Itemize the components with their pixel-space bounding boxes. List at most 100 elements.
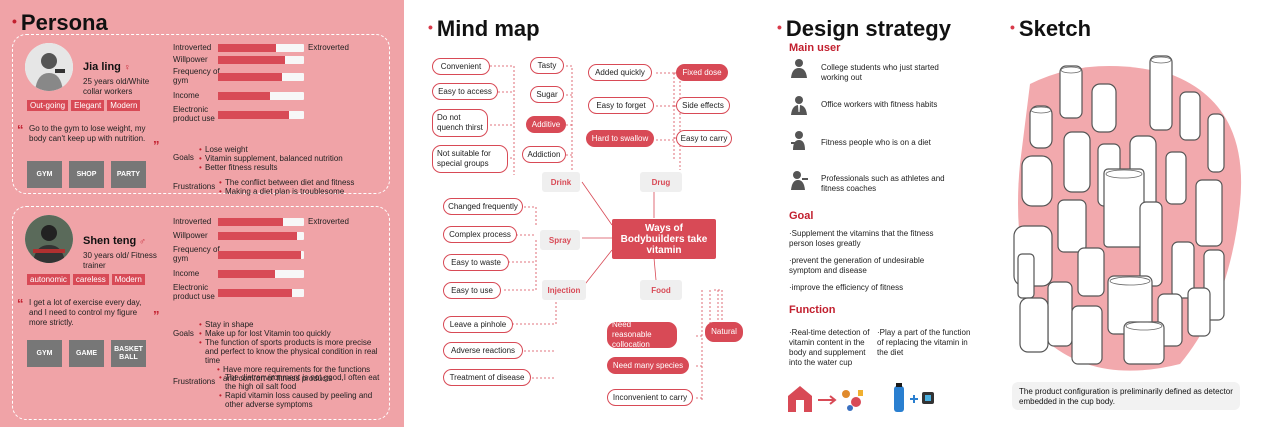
attribute-bar-fill: [218, 111, 289, 119]
attribute-bar-fill: [218, 73, 282, 81]
mindmap-title: •Mind map: [428, 16, 540, 41]
attribute-bar-fill: [218, 44, 276, 52]
frustration-item: Rapid vitamin loss caused by peeling and…: [219, 391, 387, 409]
attribute-label: Willpower: [173, 55, 208, 64]
mindmap-node: Changed frequently: [443, 198, 523, 215]
frustration-item: The diet environment is not good,I often…: [219, 373, 387, 391]
mindmap-node-highlight: Hard to swallow: [586, 130, 654, 147]
attribute-bar: [218, 73, 304, 81]
persona-photos: GYM GAME BASKET BALL: [27, 340, 146, 367]
persona-quote: Go to the gym to lose weight, my body ca…: [29, 124, 146, 143]
function-illustration: [788, 383, 934, 412]
goal-item: Better fitness results: [199, 163, 379, 172]
tag: Modern: [107, 100, 141, 111]
tag: careless: [72, 274, 109, 285]
photo-gym: GYM: [27, 161, 62, 188]
goals-label: Goals: [173, 329, 194, 338]
mindmap-category-injection: Injection: [542, 280, 586, 300]
mindmap-category-drink: Drink: [542, 172, 580, 192]
persona-description: 25 years old/White collar workers: [83, 77, 150, 96]
main-user-item: Office workers with fitness habits: [821, 100, 938, 109]
attribute-bar-fill: [218, 289, 292, 297]
mindmap-node-highlight: Fixed dose: [676, 64, 728, 81]
persona-card-1: Jia ling♀ 25 years old/White collar work…: [12, 34, 390, 196]
goal-item: Lose weight: [199, 145, 379, 154]
persona-name: Shen teng♂: [83, 235, 146, 247]
tag: Elegant: [71, 100, 105, 111]
persona-description: 30 years old/ Fitness trainer: [83, 251, 157, 270]
goal-item: ·improve the efficiency of fitness: [789, 283, 904, 292]
attribute-bar: [218, 270, 304, 278]
goal-item: Make up for lost Vitamin too quickly: [199, 329, 385, 338]
frustrations-list: The diet environment is not good,I often…: [219, 373, 387, 409]
mindmap-node-highlight: Need many species: [607, 357, 689, 374]
mindmap-node: Addiction: [522, 146, 566, 163]
sketch-caption: The product configuration is preliminari…: [1012, 382, 1240, 410]
tag: autonomic: [27, 274, 70, 285]
goal-item: ·prevent the generation of undesirable s…: [789, 256, 925, 275]
persona-card-2: Shen teng♂ 30 years old/ Fitness trainer…: [12, 206, 390, 420]
quote-close-icon: ”: [153, 138, 160, 153]
attribute-bar: [218, 56, 304, 64]
function-heading: Function: [789, 304, 836, 316]
goal-item: Stay in shape: [199, 320, 385, 329]
function-item: ·Play a part of the function of replacin…: [877, 328, 971, 357]
persona-title: •Persona: [12, 10, 108, 35]
mindmap-node: Easy to waste: [443, 254, 509, 271]
function-item: ·Real-time detection of vitamin content …: [789, 328, 870, 367]
tag: Out-going: [27, 100, 69, 111]
quote-open-icon: “: [17, 296, 24, 311]
photo-basketball: BASKET BALL: [111, 340, 146, 367]
mindmap-node: Leave a pinhole: [443, 316, 513, 333]
frustration-item: The conflict between diet and fitness: [219, 178, 384, 187]
attribute-bar: [218, 44, 304, 52]
goals-list: Lose weightVitamin supplement, balanced …: [199, 145, 379, 172]
persona-tags: autonomic careless Modern: [27, 274, 145, 285]
office-worker-icon: [791, 96, 807, 115]
attribute-label: Electronic product use: [173, 105, 215, 123]
mindmap-node: Easy to use: [443, 282, 501, 299]
attribute-bar: [218, 289, 304, 297]
mindmap-node: Tasty: [530, 57, 564, 74]
sketch-illustration: [1013, 55, 1242, 371]
frustration-item: Making a diet plan is troublesome: [219, 187, 384, 196]
attribute-label: Introverted: [173, 43, 212, 52]
photo-shop: SHOP: [69, 161, 104, 188]
tag: Modern: [111, 274, 145, 285]
mindmap-node: Added quickly: [588, 64, 652, 81]
mindmap-category-drug: Drug: [640, 172, 682, 192]
goal-item: The function of sports products is more …: [199, 338, 385, 365]
attribute-bar: [218, 111, 304, 119]
avatar: [25, 215, 73, 263]
attribute-bar: [218, 218, 304, 226]
main-user-heading: Main user: [789, 42, 841, 54]
persona-photos: GYM SHOP PARTY: [27, 161, 146, 188]
mindmap-node: Easy to access: [432, 83, 498, 100]
goals-label: Goals: [173, 153, 194, 162]
attribute-bar-fill: [218, 218, 283, 226]
dieter-icon: [791, 131, 805, 150]
mindmap-node: Easy to forget: [588, 97, 654, 114]
mindmap-node: Sugar: [530, 86, 564, 103]
main-user-item: Professionals such as athletes and fitne…: [821, 174, 945, 193]
mindmap-node: Convenient: [432, 58, 490, 75]
mindmap-node-highlight: Need reasonable collocation: [607, 320, 677, 349]
attribute-bar-fill: [218, 251, 301, 259]
attribute-bar-fill: [218, 232, 297, 240]
attribute-bar: [218, 92, 304, 100]
frustrations-label: Frustrations: [173, 377, 216, 386]
student-icon: [791, 59, 807, 78]
mindmap-node: Adverse reactions: [443, 342, 523, 359]
attribute-bar-fill: [218, 92, 270, 100]
persona-quote: I get a lot of exercise every day, and I…: [29, 298, 142, 327]
goal-item: ·Supplement the vitamins that the fitnes…: [789, 229, 934, 248]
mindmap-node-highlight: Additive: [526, 116, 566, 133]
attribute-bar-fill: [218, 56, 285, 64]
mindmap-node: Not suitable for special groups: [432, 145, 508, 173]
mindmap-node: Easy to carry: [676, 130, 732, 147]
persona-name: Jia ling♀: [83, 61, 131, 73]
attribute-right-label: Extroverted: [308, 43, 349, 52]
main-user-item: Fitness people who is on a diet: [821, 138, 931, 147]
mindmap-category-food: Food: [640, 280, 682, 300]
photo-gym: GYM: [27, 340, 62, 367]
